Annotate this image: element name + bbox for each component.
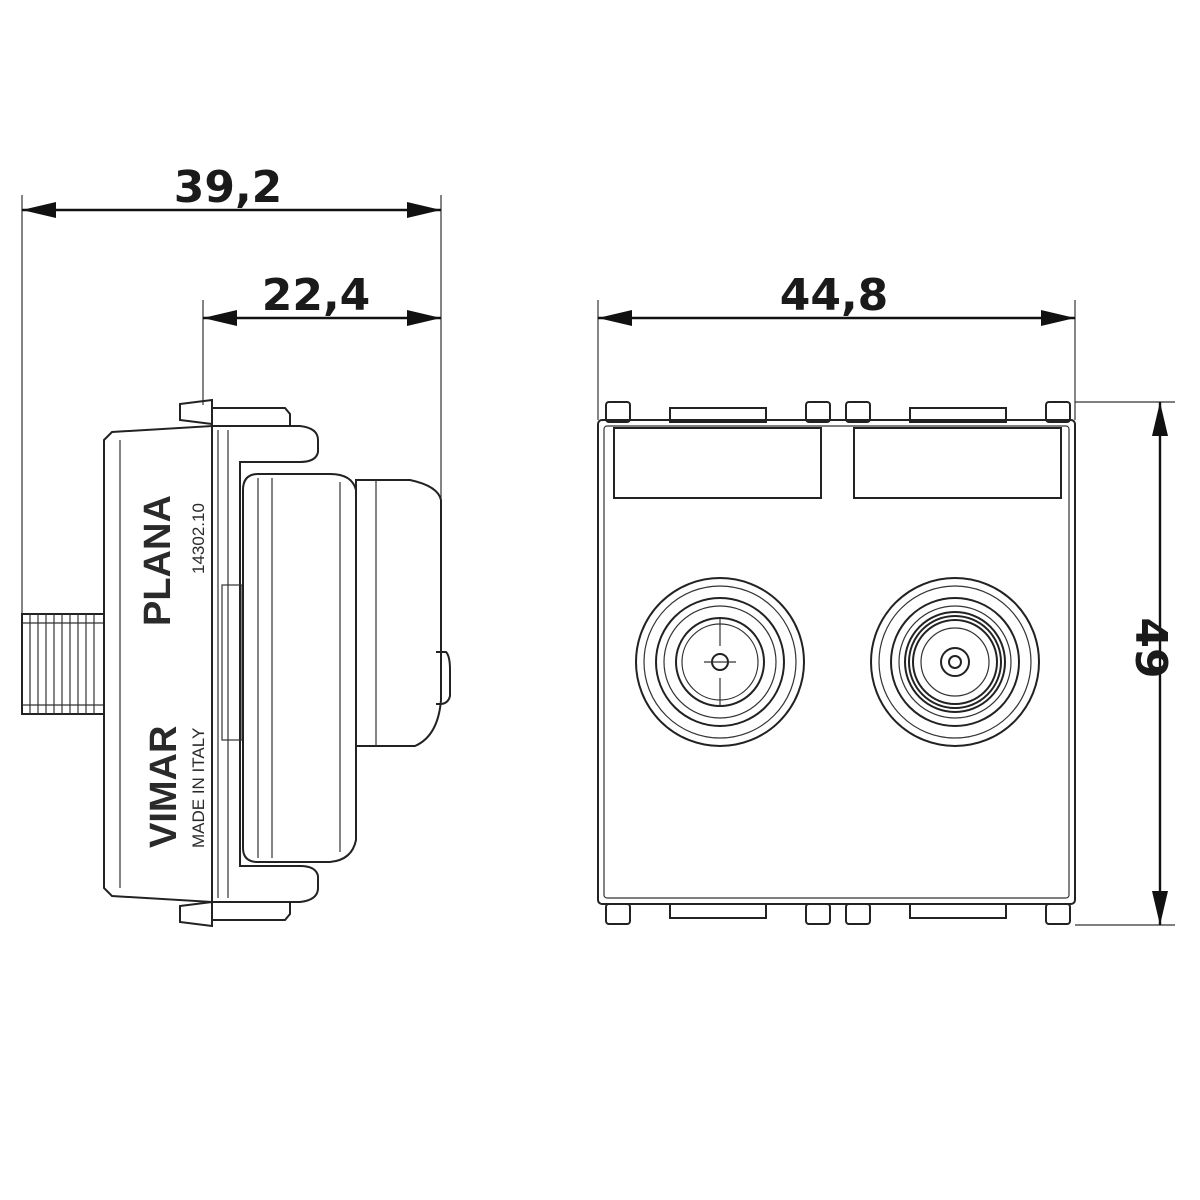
label-window-right [853, 427, 1062, 499]
front-view [597, 300, 1175, 926]
front-plate [597, 419, 1076, 905]
dimension-width: 44,8 [598, 270, 1075, 326]
side-view: VIMAR MADE IN ITALY PLANA 14302.10 [21, 195, 451, 928]
dimension-width-label: 44,8 [780, 270, 889, 321]
module-cover [242, 473, 357, 863]
tv-socket-male [635, 577, 805, 747]
origin-label: MADE IN ITALY [189, 728, 208, 848]
dimension-height-label: 49 [1125, 617, 1176, 678]
dimension-overall-depth-label: 39,2 [174, 162, 283, 213]
label-window-left [613, 427, 822, 499]
dimension-body-depth: 22,4 [203, 270, 441, 326]
rear-connector-block [355, 479, 442, 747]
tv-socket-female [870, 577, 1040, 747]
dimension-body-depth-label: 22,4 [262, 270, 371, 321]
dimension-height: 49 [1125, 402, 1176, 925]
product-code-label: 14302.10 [189, 503, 208, 574]
dimension-overall-depth: 39,2 [22, 162, 441, 218]
series-label: PLANA [137, 495, 179, 626]
brand-label: VIMAR [143, 726, 185, 848]
f-connector-thread [21, 613, 105, 715]
